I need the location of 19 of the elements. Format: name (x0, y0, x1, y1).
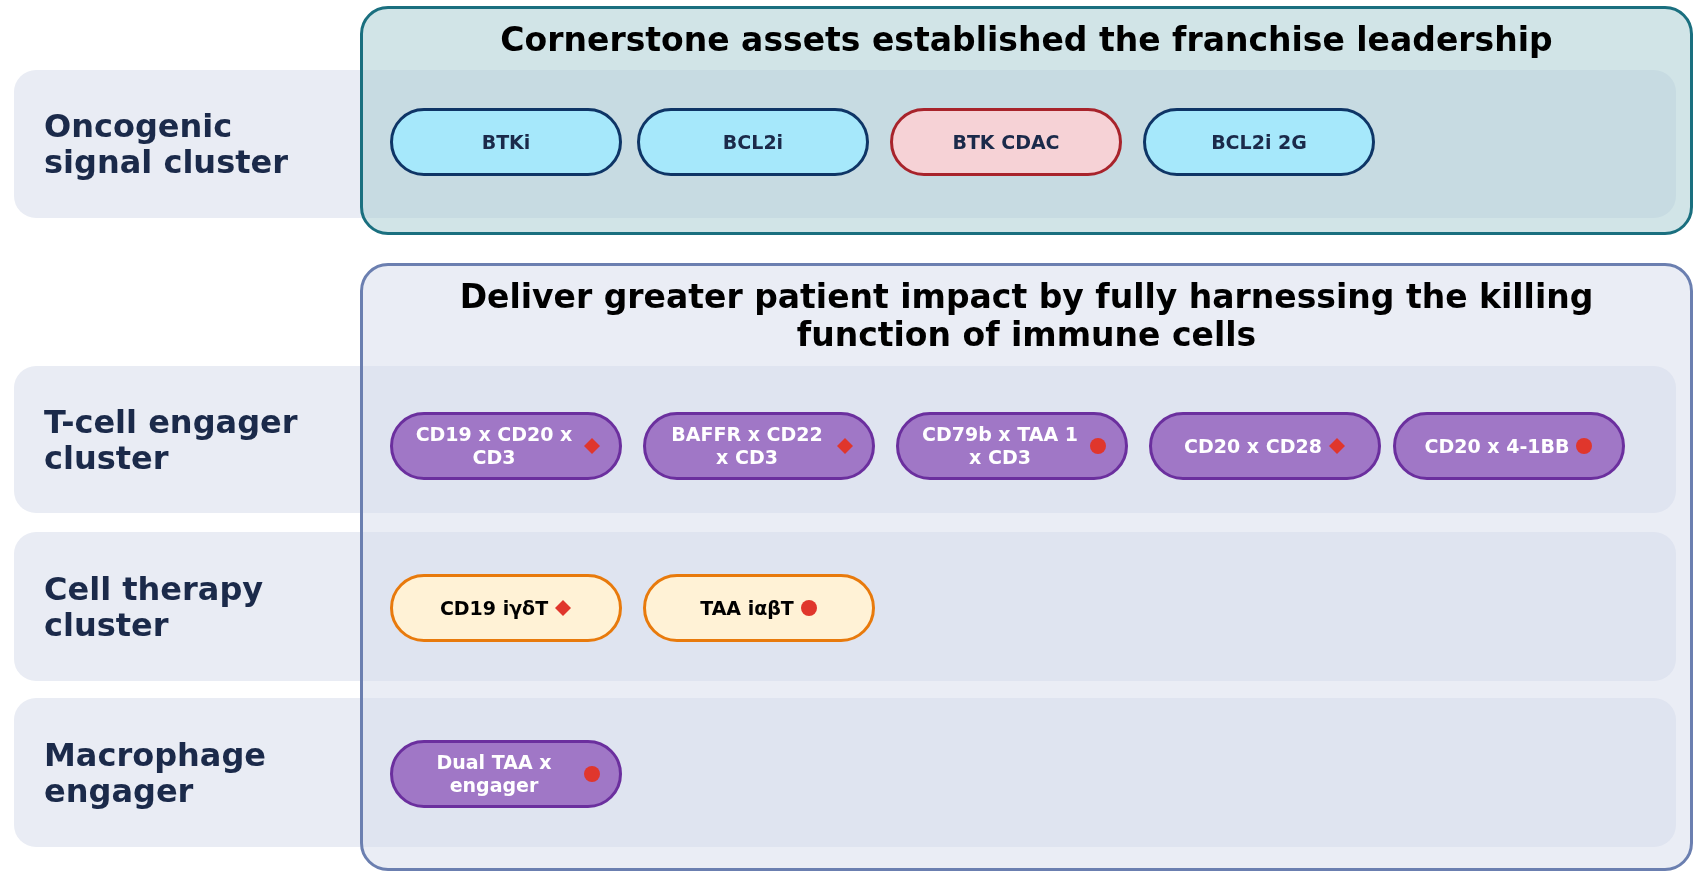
panel-title: Deliver greater patient impact by fully harnessing the killing function of immune cells (458, 278, 1595, 354)
pill-label: BTKi (481, 130, 531, 154)
pill-label: Dual TAA x engager (435, 751, 553, 797)
row-heading: Macrophage engager (44, 736, 268, 809)
pill-label: BCL2i 2G (1211, 130, 1307, 154)
pill-label: CD79b x TAA 1 x CD3 (921, 423, 1079, 469)
row-heading: Cell therapy cluster (44, 570, 265, 643)
pill-label: CD19 iγδT (439, 596, 549, 620)
row-heading: Oncogenic signal cluster (44, 108, 289, 180)
pill-label: CD20 x CD28 (1184, 434, 1322, 458)
row-heading: T-cell engager cluster (44, 403, 299, 476)
pill-label: BTK CDAC (952, 130, 1060, 154)
pill-label: TAA iαβT (700, 596, 794, 620)
pill-label: CD19 x CD20 x CD3 (414, 423, 574, 469)
row-band (14, 698, 1676, 847)
pill-label: BAFFR x CD22 x CD3 (670, 423, 824, 469)
panel-title: Cornerstone assets established the franchise leadership (499, 21, 1554, 59)
pill-label: CD20 x 4-1BB (1424, 434, 1570, 458)
pill-label: BCL2i (722, 130, 784, 154)
